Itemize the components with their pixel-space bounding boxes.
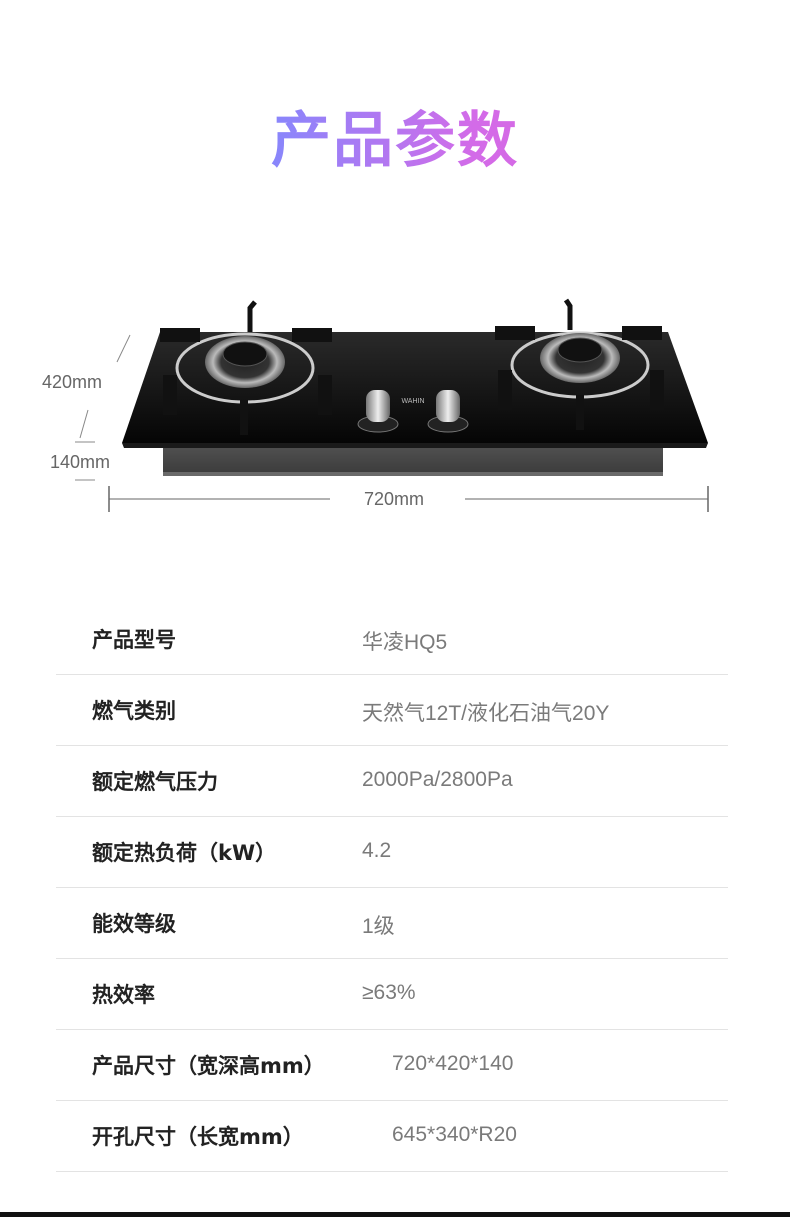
height-dimension: 140mm [50,452,111,472]
knob-left [357,390,399,433]
spec-value: 华凌HQ5 [362,631,448,654]
table-row: 额定燃气压力 2000Pa/2800Pa [56,746,728,817]
spec-table: 产品型号 华凌HQ5 燃气类别 天然气12T/液化石油气20Y 额定燃气压力 2… [56,604,728,1172]
table-row: 能效等级 1级 [56,888,728,959]
spec-label: 额定燃气压力 [92,770,218,794]
spec-label: 开孔尺寸（长宽mm） [92,1125,304,1149]
table-row: 产品尺寸（宽深高mm） 720*420*140 [56,1030,728,1101]
knob-right [427,390,469,433]
brand-label: WAHIN [401,398,424,405]
spec-value: 2000Pa/2800Pa [362,768,513,791]
spec-label: 产品尺寸（宽深高mm） [92,1054,325,1078]
spec-value: 645*340*R20 [392,1123,517,1146]
spec-value: 天然气12T/液化石油气20Y [362,702,610,725]
bottom-divider [0,1212,790,1217]
table-row: 额定热负荷（kW） 4.2 [56,817,728,888]
spec-value: ≥63% [362,981,416,1004]
page-title: 产品参数 [0,92,790,179]
table-row: 开孔尺寸（长宽mm） 645*340*R20 [56,1101,728,1172]
spec-label: 热效率 [92,983,155,1007]
spec-label: 额定热负荷（kW） [92,841,277,865]
table-row: 热效率 ≥63% [56,959,728,1030]
spec-value: 4.2 [362,839,392,862]
table-row: 产品型号 华凌HQ5 [56,604,728,675]
spec-value: 720*420*140 [392,1052,514,1075]
width-dimension: 720mm [364,489,425,509]
right-burner [495,298,664,430]
table-row: 燃气类别 天然气12T/液化石油气20Y [56,675,728,746]
spec-label: 能效等级 [92,912,176,936]
stove-diagram: WAHIN [75,298,709,512]
glass-panel [122,332,708,443]
spec-label: 产品型号 [92,628,176,652]
depth-dimension: 420mm [42,372,103,392]
spec-value: 1级 [362,915,395,938]
spec-label: 燃气类别 [92,699,176,723]
left-burner [160,300,332,435]
